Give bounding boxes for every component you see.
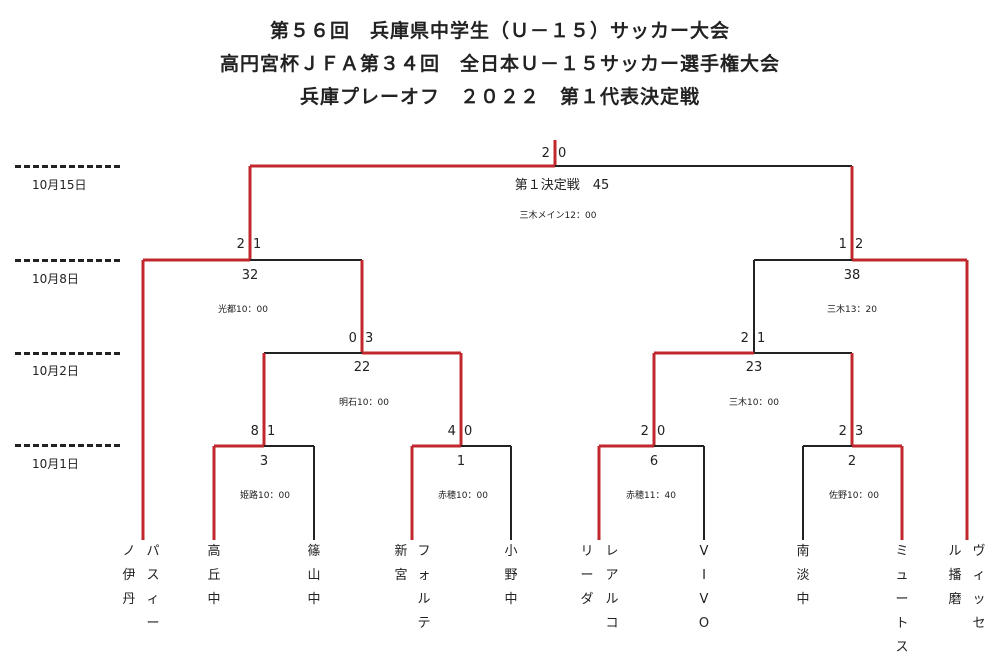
date-divider-semifinal: [15, 259, 120, 262]
team-itami: ノ伊丹: [122, 544, 136, 607]
title-line-3: 兵庫プレーオフ ２０２２ 第１代表決定戦: [299, 86, 700, 108]
title-line-2: 高円宮杯ＪＦＡ第３４回 全日本Ｕ－１５サッカー選手権大会: [219, 53, 780, 75]
sf-left-score: 2 1: [236, 237, 264, 252]
team-takaoka-jhs: 高丘中: [207, 544, 221, 607]
qf-left-match-number: 22: [353, 360, 371, 375]
date-final: 10月15日: [32, 178, 87, 192]
date-round1: 10月1日: [32, 457, 79, 471]
qf-left-venue: 明石10：00: [339, 398, 389, 408]
r1-m3-match-number: 3: [259, 454, 269, 469]
r1-m6-venue: 赤穂11：40: [626, 491, 676, 501]
r1-m3-score: 8 1: [250, 424, 278, 439]
r1-m2-venue: 佐野10：00: [829, 491, 879, 501]
team-shingu: 新宮: [394, 544, 408, 583]
qf-right-match-number: 23: [745, 360, 763, 375]
team-realco: レアルコ: [605, 544, 619, 631]
r1-m2-score: 2 3: [838, 424, 866, 439]
r1-m3-venue: 姫路10：00: [240, 491, 290, 501]
sf-right-venue: 三木13：20: [827, 305, 877, 315]
date-quarterfinal: 10月2日: [32, 364, 79, 378]
r1-m6-match-number: 6: [649, 454, 659, 469]
date-semifinal: 10月8日: [32, 272, 79, 286]
final-venue: 三木メイン12：00: [519, 211, 597, 221]
team-mutos: ミュートス: [895, 544, 909, 655]
final-match-name: 第１決定戦 45: [514, 178, 610, 193]
r1-m1-match-number: 1: [456, 454, 466, 469]
team-nandan-jhs: 南淡中: [796, 544, 810, 607]
qf-right-score: 2 1: [740, 331, 768, 346]
sf-right-match-number: 38: [843, 268, 861, 283]
team-harima: ル播磨: [948, 544, 962, 607]
team-leader: リーダ: [580, 544, 594, 607]
team-sasayama-jhs: 篠山中: [307, 544, 321, 607]
r1-m1-venue: 赤穂10：00: [438, 491, 488, 501]
final-score: 2 0: [541, 146, 569, 161]
r1-m1-score: 4 0: [447, 424, 475, 439]
team-visse: ヴィッセ: [972, 544, 986, 631]
team-ono-jhs: 小野中: [504, 544, 518, 607]
sf-left-match-number: 32: [241, 268, 259, 283]
qf-left-score: 0 3: [348, 331, 376, 346]
r1-m2-match-number: 2: [847, 454, 857, 469]
sf-right-score: 1 2: [838, 237, 866, 252]
qf-right-venue: 三木10：00: [729, 398, 779, 408]
title-line-1: 第５６回 兵庫県中学生（Ｕ－１５）サッカー大会: [269, 20, 730, 42]
date-divider-final: [15, 165, 120, 168]
sf-left-venue: 光都10：00: [218, 305, 268, 315]
r1-m6-score: 2 0: [640, 424, 668, 439]
date-divider-quarterfinal: [15, 352, 120, 355]
team-forte: フォルテ: [417, 544, 431, 631]
team-pasie: パスィー: [146, 544, 160, 631]
date-divider-round1: [15, 444, 120, 447]
